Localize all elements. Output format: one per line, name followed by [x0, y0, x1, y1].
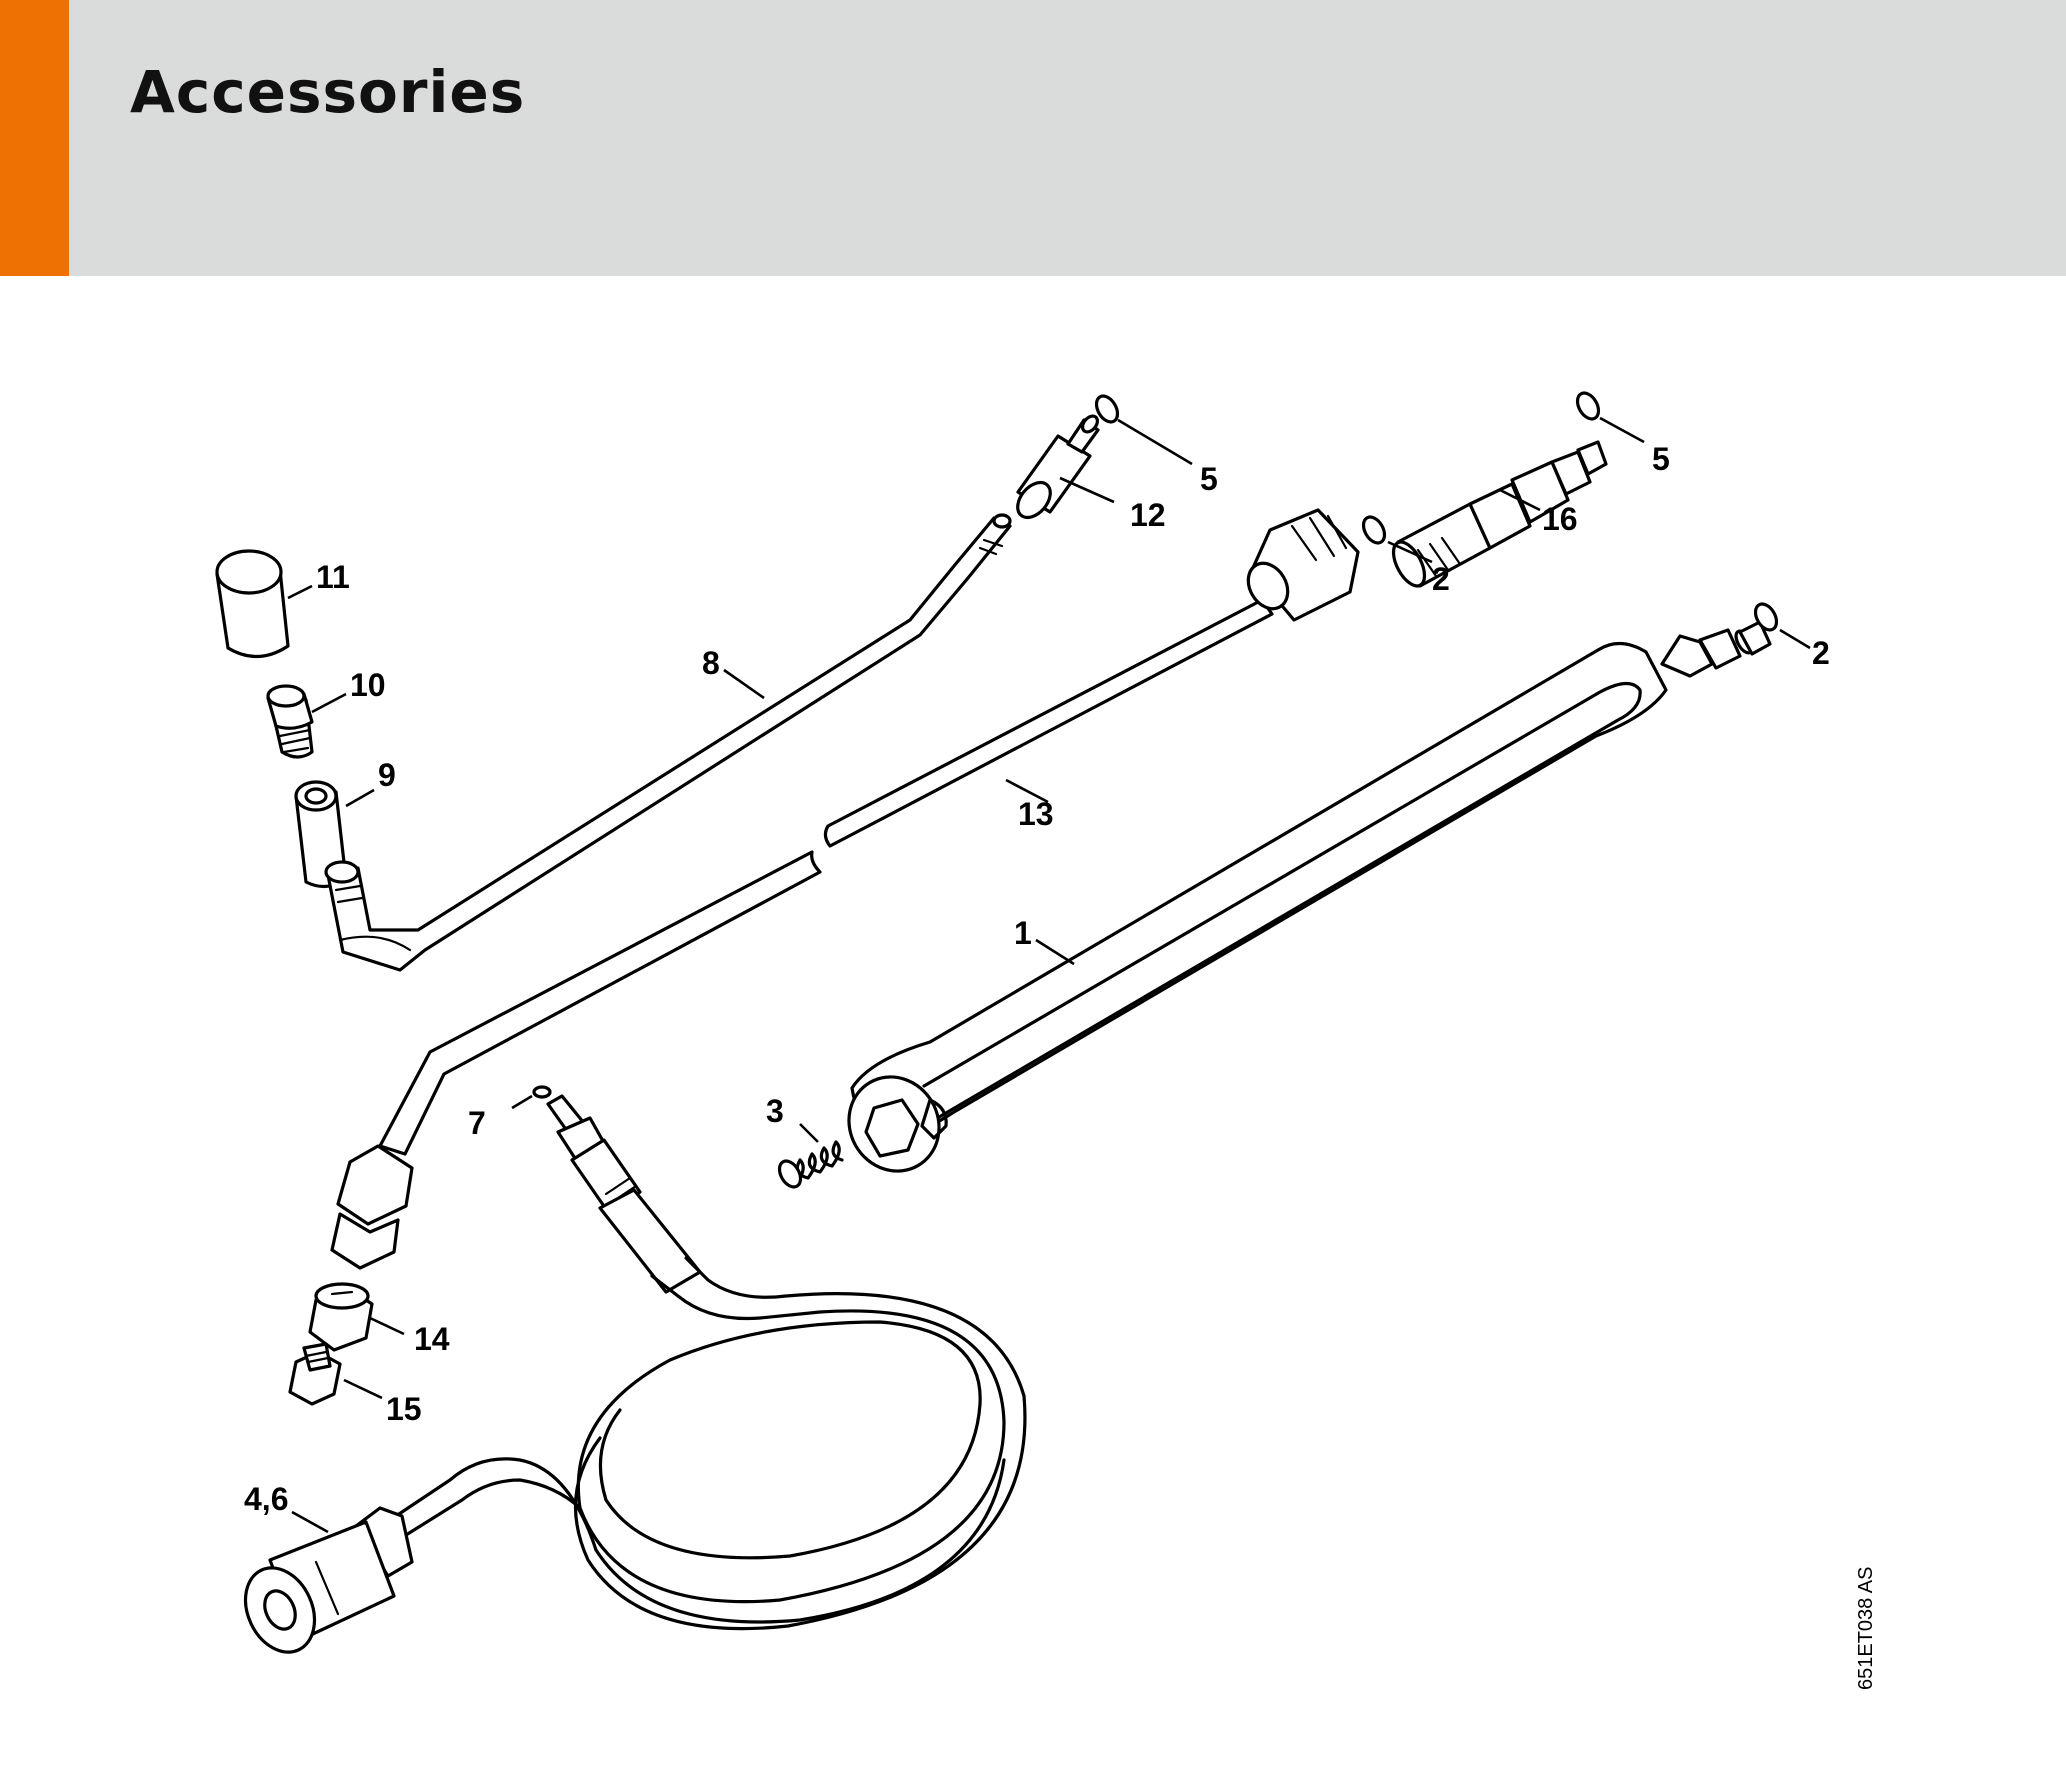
- callout-12: 12: [1130, 497, 1166, 533]
- callout-14: 14: [414, 1321, 450, 1357]
- page-title: Accessories: [130, 58, 526, 126]
- callout-16: 16: [1542, 501, 1578, 537]
- page-header: Accessories: [0, 0, 2066, 276]
- part-1-handle: [847, 620, 1772, 1173]
- callout-7: 7: [468, 1105, 486, 1141]
- callout-1: 1: [1014, 915, 1032, 951]
- part-15-nozzle: [288, 1342, 342, 1406]
- callout-13: 13: [1018, 796, 1054, 832]
- callout-5-left: 5: [1200, 461, 1218, 497]
- callout-3: 3: [766, 1093, 784, 1129]
- part-10-nozzle: [266, 684, 314, 759]
- callout-2-right: 2: [1812, 635, 1830, 671]
- part-4-6-hose: [243, 1256, 1027, 1654]
- part-2-oring-right: [1753, 602, 1779, 632]
- part-13-lance-tube: [330, 508, 1360, 1270]
- parts-diagram: 11 10 9 8 12 5 13 2 16 5 2 1 3 7 14 15 4…: [0, 276, 2066, 1772]
- part-14-nut: [308, 1282, 374, 1352]
- callout-10: 10: [350, 667, 386, 703]
- callout-4-6: 4,6: [244, 1481, 288, 1517]
- part-8-angled-lance: [324, 513, 1012, 972]
- part-11-cap: [215, 549, 290, 659]
- callout-8: 8: [702, 645, 720, 681]
- accent-bar: [0, 0, 69, 276]
- callout-5-right: 5: [1652, 441, 1670, 477]
- part-7-hose-fitting: [532, 1085, 702, 1294]
- part-12-connector: [1016, 414, 1100, 520]
- part-16-quick-coupling: [1391, 440, 1608, 588]
- part-3-spring: [777, 1140, 844, 1189]
- part-9-sleeve: [294, 780, 348, 889]
- part-2-oring-upper: [1361, 515, 1387, 545]
- figure-id: 651ET038 AS: [1855, 1567, 1877, 1690]
- callout-11: 11: [316, 559, 350, 595]
- part-5-oring-left: [1094, 394, 1120, 424]
- callout-labels: 11 10 9 8 12 5 13 2 16 5 2 1 3 7 14 15 4…: [244, 441, 1830, 1517]
- part-5-oring-right: [1575, 391, 1601, 421]
- callout-15: 15: [386, 1391, 422, 1427]
- callout-9: 9: [378, 757, 396, 793]
- leader-lines: [287, 416, 1811, 1534]
- callout-2-upper: 2: [1432, 561, 1450, 597]
